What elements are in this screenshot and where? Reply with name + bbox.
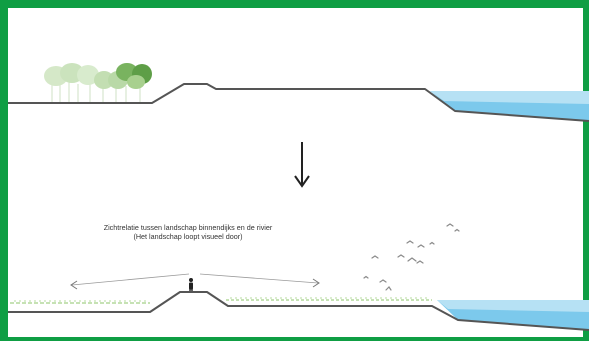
caption-line-1: Zichtrelatie tussen landschap binnendijk… [48, 223, 328, 232]
sightline-left [71, 274, 189, 289]
grass-right [226, 298, 432, 300]
diagram-caption: Zichtrelatie tussen landschap binnendijk… [48, 223, 328, 241]
top-section [8, 63, 589, 121]
grass-left [10, 301, 150, 303]
down-arrow-icon [295, 142, 309, 186]
caption-line-2: (Het landschap loopt visueel door) [48, 232, 328, 241]
tree-group [44, 63, 152, 102]
person-icon [189, 278, 193, 292]
bird-icon [364, 224, 459, 290]
sightline-right [200, 274, 319, 287]
